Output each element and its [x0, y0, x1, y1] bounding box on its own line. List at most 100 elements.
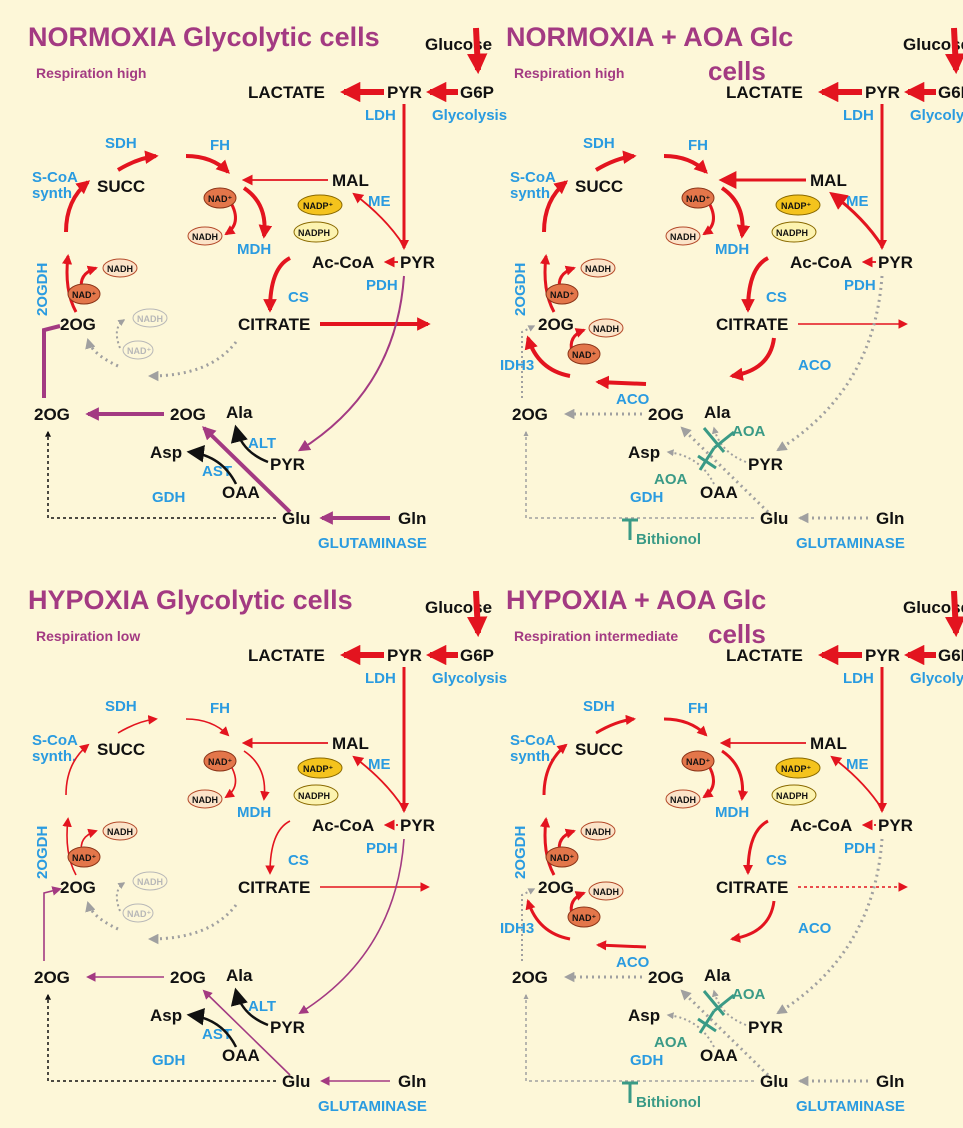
bithionol-label: Bithionol: [636, 531, 701, 548]
nadph-badge: [293, 221, 339, 243]
glycolytic-layer: NADH NAD⁺ 2OG 2OG Ala Asp PYR OAA ALT AS…: [34, 838, 427, 1115]
lactate-label: LACTATE: [248, 646, 325, 665]
idh-gray-arrow-2: [85, 337, 119, 368]
og-to-succ-arrow: [65, 743, 90, 796]
nad-gray-badge: [122, 340, 154, 360]
pyr-cyto-label: PYR: [748, 1018, 783, 1037]
gdh-label: GDH: [152, 489, 185, 506]
sdh-label: SDH: [583, 698, 615, 715]
og-tca-label: 2OG: [538, 315, 574, 334]
pyr-to-ala-arrow: [230, 424, 269, 464]
succ-to-fum-arrow: [595, 714, 637, 735]
og-to-succ-arrow: [542, 180, 569, 233]
nadph-badge: [293, 784, 339, 806]
nadh-gray-label: NADH: [137, 314, 163, 324]
scoa-label: S-CoA: [32, 169, 78, 186]
nad-idh3-label: NAD⁺: [572, 913, 596, 923]
panel-title-cells: cells: [708, 619, 766, 649]
nadh-mdh-label: NADH: [192, 232, 218, 242]
pdh-label: PDH: [366, 277, 398, 294]
aoa-inhibit-alt: [702, 990, 735, 1016]
oaa-label: OAA: [700, 483, 738, 502]
pyr-mito-label: PYR: [400, 253, 435, 272]
fh-label: FH: [210, 700, 230, 717]
aoa-1-label: AOA: [732, 423, 766, 440]
oaa-label: OAA: [700, 1046, 738, 1065]
respiration-label: Respiration intermediate: [514, 628, 678, 644]
synth-label: synth.: [510, 185, 554, 202]
nadh-ogdh-label: NADH: [585, 264, 611, 274]
glucose-label: Glucose: [903, 598, 963, 617]
ldh-label: LDH: [365, 670, 396, 687]
ogdh-label: 2OGDH: [34, 263, 51, 316]
idh-gray-arrow: [147, 341, 238, 382]
panel-3: HYPOXIA Glycolytic cells Respiration low…: [28, 585, 507, 1115]
aco-arrow-2: [595, 940, 647, 951]
gdh-label: GDH: [630, 489, 663, 506]
mal-label: MAL: [332, 734, 369, 753]
panel-4: HYPOXIA + AOA Glc cells Respiration inte…: [500, 585, 963, 1115]
glucose-to-g6p-arrow: [945, 27, 963, 75]
gdh-label: GDH: [630, 1052, 663, 1069]
nadh-mdh-badge: [187, 226, 223, 246]
me-arrow: [830, 755, 883, 810]
citrate-label: CITRATE: [238, 878, 310, 897]
idh-gray-arrow: [147, 904, 238, 945]
fh-label: FH: [688, 137, 708, 154]
mdh-arrow: [242, 186, 273, 239]
nadp-label: NADP⁺: [303, 764, 334, 774]
glycolysis-label: Glycolysis: [910, 107, 963, 124]
aco-2-label: ACO: [616, 391, 650, 408]
nad-ogdh-label: NAD⁺: [550, 290, 574, 300]
g6p-label: G6P: [460, 646, 494, 665]
og-left-label: 2OG: [34, 405, 70, 424]
nadh-ogdh-label: NADH: [107, 827, 133, 837]
idh3-arrow: [524, 335, 571, 378]
asp-label: Asp: [628, 443, 660, 462]
acoa-label: Ac-CoA: [312, 253, 374, 272]
aco-arrow-2: [595, 375, 647, 390]
ogdh-arrow: [539, 816, 556, 876]
ogdh-label: 2OGDH: [512, 826, 529, 879]
succ-label: SUCC: [575, 740, 623, 759]
acoa-label: Ac-CoA: [790, 816, 852, 835]
og-left-to-tca-arrow: [521, 888, 536, 961]
lactate-label: LACTATE: [248, 83, 325, 102]
glu-to-og-dotted: [680, 426, 770, 514]
respiration-label: Respiration high: [36, 65, 146, 81]
aoa-layer: ACO ACO IDH3 NADH NAD⁺ 2OG 2OG Ala Asp P…: [500, 275, 905, 552]
mdh-label: MDH: [715, 804, 749, 821]
aoa-inhibit-ast: [697, 1010, 717, 1034]
nad-mdh-label: NAD⁺: [686, 194, 710, 204]
pyr-label: PYR: [865, 646, 900, 665]
synth-label: synth.: [32, 748, 76, 765]
nad-mdh-label: NAD⁺: [208, 194, 232, 204]
glu-to-og-arrow: [202, 426, 292, 514]
nad-ogdh-badge: [545, 283, 579, 305]
alt-label: ALT: [248, 435, 276, 452]
glutaminase-label: GLUTAMINASE: [796, 535, 905, 552]
ogdh-label: 2OGDH: [34, 826, 51, 879]
glutaminase-label: GLUTAMINASE: [796, 1098, 905, 1115]
nadh-gray-badge: [132, 871, 168, 891]
nadph-badge: [771, 784, 817, 806]
nad-mdh-badge: [681, 187, 715, 209]
gln-label: Gln: [398, 1072, 426, 1091]
gdh-dotted-arrow: [523, 993, 754, 1082]
nadh-mdh-badge: [665, 789, 701, 809]
citrate-label: CITRATE: [238, 315, 310, 334]
nad-ogdh-label: NAD⁺: [550, 853, 574, 863]
og-left-to-tca-arrow: [42, 324, 61, 398]
nadp-badge: [297, 757, 343, 779]
mal-label: MAL: [810, 171, 847, 190]
glucose-label: Glucose: [425, 35, 492, 54]
g6p-label: G6P: [460, 83, 494, 102]
succ-label: SUCC: [97, 177, 145, 196]
fum-to-mal-arrow: [185, 154, 230, 174]
nadh-mdh-badge: [665, 226, 701, 246]
sdh-label: SDH: [583, 135, 615, 152]
citrate-label: CITRATE: [716, 878, 788, 897]
sdh-label: SDH: [105, 698, 137, 715]
glycolytic-layer: NADH NAD⁺ 2OG 2OG Ala Asp PYR OAA ALT AS…: [34, 275, 427, 552]
mdh-arrow: [720, 186, 751, 239]
